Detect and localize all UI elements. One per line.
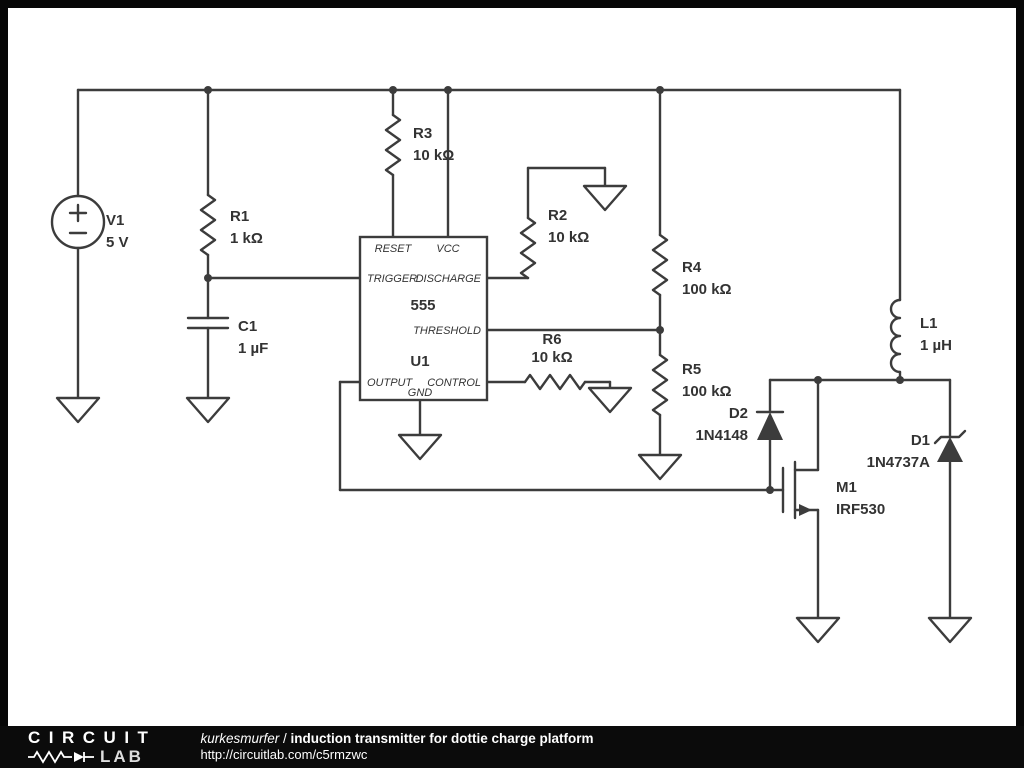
l1-ref-label: L1 bbox=[920, 315, 938, 332]
r3-ref-label: R3 bbox=[413, 125, 432, 142]
c1-ref-label: C1 bbox=[238, 318, 257, 335]
ground-symbol[interactable] bbox=[637, 453, 683, 481]
r4-ref-label: R4 bbox=[682, 259, 702, 276]
ground-symbol[interactable] bbox=[795, 616, 841, 644]
junction-dot bbox=[896, 376, 904, 384]
junction-dot bbox=[444, 86, 452, 94]
pin-label-reset: RESET bbox=[375, 243, 413, 255]
author-name: kurkesmurfer bbox=[200, 730, 280, 746]
junction-dot bbox=[656, 86, 664, 94]
pin-label-output: OUTPUT bbox=[367, 377, 414, 389]
pin-label-vcc: VCC bbox=[436, 243, 459, 255]
component-u1-555[interactable]: RESET VCC TRIGGER DISCHARGE 555 THRESHOL… bbox=[358, 235, 489, 402]
ground-symbol[interactable] bbox=[587, 386, 633, 414]
junction-dot bbox=[389, 86, 397, 94]
component-d1[interactable]: D1 1N4737A bbox=[867, 429, 967, 471]
u1-part-label: 555 bbox=[410, 297, 435, 314]
junction-dot bbox=[766, 486, 774, 494]
component-r3[interactable]: R3 10 kΩ bbox=[384, 113, 454, 177]
component-l1[interactable]: L1 1 µH bbox=[889, 298, 952, 374]
d2-ref-label: D2 bbox=[729, 405, 748, 422]
schematic-canvas: V1 5 V R1 1 kΩ C1 1 µF R3 10 kΩ R2 10 kΩ bbox=[50, 86, 973, 644]
junction-dot bbox=[204, 86, 212, 94]
ground-symbol[interactable] bbox=[582, 184, 628, 212]
component-r5[interactable]: R5 100 kΩ bbox=[651, 353, 732, 417]
r1-ref-label: R1 bbox=[230, 208, 249, 225]
v1-value-label: 5 V bbox=[106, 234, 129, 251]
r4-value-label: 100 kΩ bbox=[682, 281, 732, 298]
pin-label-discharge: DISCHARGE bbox=[416, 273, 482, 285]
component-r4[interactable]: R4 100 kΩ bbox=[651, 233, 732, 298]
pin-label-threshold: THRESHOLD bbox=[413, 325, 481, 337]
r2-value-label: 10 kΩ bbox=[548, 229, 589, 246]
pin-label-control: CONTROL bbox=[427, 377, 481, 389]
l1-value-label: 1 µH bbox=[920, 337, 952, 354]
logo-text-circuit: CIRCUIT bbox=[28, 728, 157, 747]
pin-label-gnd: GND bbox=[408, 387, 433, 399]
c1-value-label: 1 µF bbox=[238, 340, 268, 357]
pin-label-trigger: TRIGGER bbox=[367, 273, 417, 285]
d2-value-label: 1N4148 bbox=[695, 427, 748, 444]
junction-dot bbox=[814, 376, 822, 384]
ground-symbol[interactable] bbox=[927, 616, 973, 644]
junction-dot bbox=[656, 326, 664, 334]
ground-symbol[interactable] bbox=[397, 433, 443, 461]
r3-value-label: 10 kΩ bbox=[413, 147, 454, 164]
circuit-title: induction transmitter for dottie charge … bbox=[290, 730, 594, 746]
component-m1[interactable]: M1 IRF530 bbox=[781, 460, 885, 520]
component-c1[interactable]: C1 1 µF bbox=[186, 316, 268, 357]
ground-symbol[interactable] bbox=[55, 396, 101, 424]
circuit-title-line: kurkesmurfer / induction transmitter for… bbox=[200, 730, 593, 748]
component-r2[interactable]: R2 10 kΩ bbox=[519, 207, 589, 280]
r1-value-label: 1 kΩ bbox=[230, 230, 263, 247]
junction-dots bbox=[204, 86, 904, 494]
resistor-diode-icon bbox=[28, 749, 94, 764]
ground-symbols bbox=[55, 184, 973, 644]
r5-ref-label: R5 bbox=[682, 361, 701, 378]
title-separator: / bbox=[279, 730, 291, 746]
component-r1[interactable]: R1 1 kΩ bbox=[199, 193, 263, 257]
component-r6[interactable]: R6 10 kΩ bbox=[523, 331, 587, 391]
component-v1[interactable]: V1 5 V bbox=[50, 194, 129, 251]
v1-ref-label: V1 bbox=[106, 212, 124, 229]
d1-ref-label: D1 bbox=[911, 432, 930, 449]
r2-ref-label: R2 bbox=[548, 207, 567, 224]
m1-ref-label: M1 bbox=[836, 479, 857, 496]
r6-ref-label: R6 bbox=[542, 331, 561, 348]
u1-ref-label: U1 bbox=[410, 353, 429, 370]
wires bbox=[76, 88, 952, 620]
footer-meta: kurkesmurfer / induction transmitter for… bbox=[200, 730, 593, 764]
m1-value-label: IRF530 bbox=[836, 501, 885, 518]
r5-value-label: 100 kΩ bbox=[682, 383, 732, 400]
junction-dot bbox=[204, 274, 212, 282]
circuitlab-logo[interactable]: CIRCUIT LAB bbox=[28, 729, 156, 765]
d1-value-label: 1N4737A bbox=[867, 454, 931, 471]
component-d2[interactable]: D2 1N4148 bbox=[695, 405, 785, 444]
logo-text-lab: LAB bbox=[100, 747, 144, 766]
footer-bar: CIRCUIT LAB kurkesmurfer / induction tra… bbox=[0, 726, 1024, 768]
circuit-url[interactable]: http://circuitlab.com/c5rmzwc bbox=[200, 747, 368, 763]
ground-symbol[interactable] bbox=[185, 396, 231, 424]
r6-value-label: 10 kΩ bbox=[531, 349, 572, 366]
